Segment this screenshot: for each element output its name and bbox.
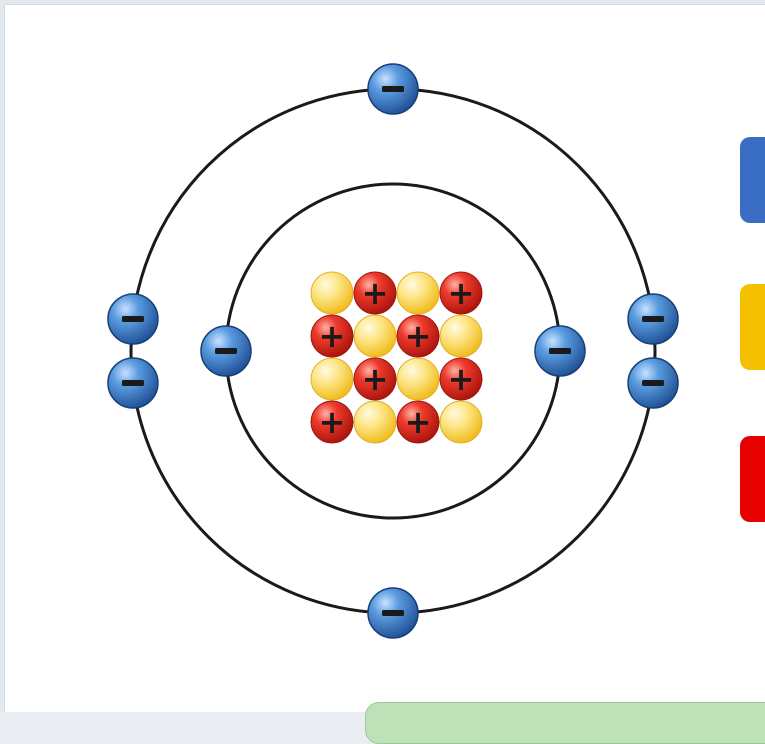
electron-outer-left-1 [107, 293, 159, 345]
diagram-canvas: + + + + + + + + [4, 4, 765, 744]
electron-outer-bottom [367, 587, 419, 639]
proton: + [439, 271, 483, 315]
nucleus: + + + + + + + + [310, 271, 483, 444]
electron-outer-top [367, 63, 419, 115]
neutron [353, 400, 397, 444]
answer-button[interactable] [365, 702, 765, 744]
proton-sign: + [405, 403, 432, 441]
proton: + [439, 357, 483, 401]
atom-diagram: + + + + + + + + [107, 63, 679, 639]
neutron [396, 357, 440, 401]
proton: + [310, 314, 354, 358]
proton-sign: + [448, 274, 475, 312]
electron-inner-right [534, 325, 586, 377]
neutron [310, 271, 354, 315]
neutron [353, 314, 397, 358]
proton: + [353, 357, 397, 401]
proton-sign: + [319, 317, 346, 355]
neutron [396, 271, 440, 315]
proton: + [353, 271, 397, 315]
electron-outer-right-2 [627, 357, 679, 409]
neutron [439, 400, 483, 444]
proton: + [396, 314, 440, 358]
diagram-panel: + + + + + + + + [4, 4, 765, 744]
proton-sign: + [405, 317, 432, 355]
proton-sign: + [319, 403, 346, 441]
legend-swatch-electron [740, 137, 765, 223]
proton-sign: + [362, 274, 389, 312]
proton: + [396, 400, 440, 444]
electrons [107, 63, 679, 639]
proton-sign: + [362, 360, 389, 398]
proton: + [310, 400, 354, 444]
electron-outer-left-2 [107, 357, 159, 409]
electron-inner-left [200, 325, 252, 377]
electron-outer-right-1 [627, 293, 679, 345]
proton-sign: + [448, 360, 475, 398]
orbit-shell-1 [224, 182, 562, 520]
legend-swatch-neutron [740, 284, 765, 370]
neutron [439, 314, 483, 358]
legend-swatch-proton [740, 436, 765, 522]
neutron [310, 357, 354, 401]
